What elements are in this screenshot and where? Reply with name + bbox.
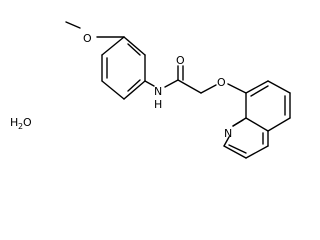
bond-q-10 — [245, 145, 269, 159]
bond-ch2-o — [200, 84, 217, 94]
bond-ring-a1 — [123, 36, 146, 56]
bond-ring-a-double-2 — [127, 79, 141, 92]
water-formula: H 2 O — [10, 116, 32, 131]
atom-amide-n: N — [154, 85, 162, 98]
atom-methoxy-o: O — [83, 32, 92, 45]
bond-q-2 — [267, 80, 291, 94]
bond-n-carbonyl — [164, 79, 179, 88]
bond-q-4 — [267, 117, 291, 132]
bond-ring-a-double-1 — [127, 43, 141, 56]
water-subscript: 2 — [18, 122, 23, 131]
structure-diagram: O O O N H N H 2 O — [10, 21, 291, 159]
bond-q-double-3 — [228, 144, 247, 154]
atom-quinoline-n: N — [224, 127, 232, 140]
atom-amide-o: O — [176, 54, 185, 67]
bond-ring-a3 — [123, 80, 146, 100]
bond-q-double-5 — [232, 119, 244, 127]
atom-amide-h: H — [154, 98, 162, 111]
bond-q-5 — [245, 117, 269, 132]
bond-q-9 — [223, 145, 247, 159]
water-o: O — [23, 116, 32, 129]
bond-carbonyl-ch2 — [177, 79, 202, 94]
bond-aryl-n — [144, 80, 155, 87]
water-h: H — [10, 116, 18, 129]
bond-o-quinoline — [227, 83, 247, 94]
bond-q-1 — [245, 80, 269, 94]
bond-methyl-o — [65, 21, 81, 29]
bond-ring-a6 — [101, 36, 125, 56]
bond-q-8 — [223, 136, 230, 147]
bond-q-double-1 — [250, 85, 269, 97]
bond-ring-a4 — [101, 80, 125, 100]
atom-ether-o: O — [217, 76, 226, 89]
atom-labels: O O O N H N H 2 O — [10, 32, 232, 140]
bonds — [65, 21, 291, 159]
